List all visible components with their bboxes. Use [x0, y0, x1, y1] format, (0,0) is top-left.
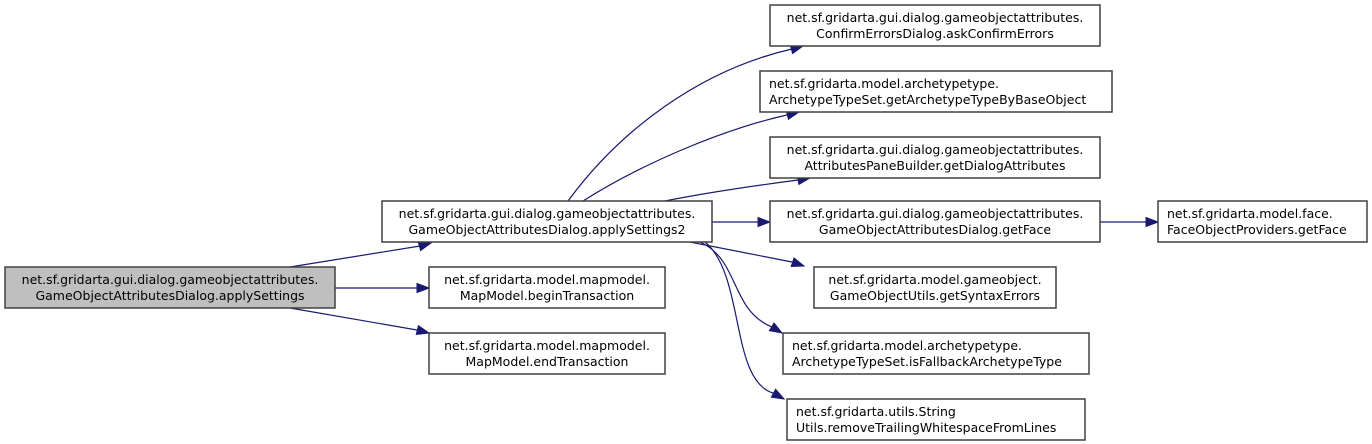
- node-applySettings[interactable]: net.sf.gridarta.gui.dialog.gameobjectatt…: [4, 266, 336, 309]
- node-label-line2: GameObjectAttributesDialog.applySettings: [35, 288, 304, 303]
- node-label-line2: Utils.removeTrailingWhitespaceFromLines: [796, 420, 1056, 435]
- node-box: [769, 4, 1101, 47]
- edge-applySettings-to-applySettings2: [289, 242, 432, 268]
- node-box: [782, 332, 1090, 375]
- arrowhead-icon: [415, 324, 431, 336]
- arrowhead-icon: [757, 216, 772, 228]
- nodes-layer: net.sf.gridarta.gui.dialog.gameobjectatt…: [4, 4, 1368, 441]
- node-box: [769, 200, 1101, 243]
- node-label-line2: ArchetypeTypeSet.isFallbackArchetypeType: [792, 354, 1062, 369]
- node-box: [4, 266, 336, 309]
- node-box: [813, 266, 1057, 309]
- node-beginTransaction[interactable]: net.sf.gridarta.model.mapmodel.MapModel.…: [428, 266, 666, 309]
- node-label-line1: net.sf.gridarta.model.mapmodel.: [444, 338, 650, 353]
- edge-applySettings2-to-getDialogAttributes: [664, 177, 811, 202]
- node-box: [1157, 200, 1368, 243]
- node-label-line2: MapModel.beginTransaction: [460, 288, 634, 303]
- node-box: [786, 398, 1086, 441]
- node-label-line2: GameObjectAttributesDialog.applySettings…: [408, 222, 685, 237]
- node-box: [769, 136, 1101, 179]
- edge-applySettings2-to-isFallbackArchetypeType: [699, 241, 783, 334]
- node-label-line1: net.sf.gridarta.gui.dialog.gameobjectatt…: [22, 272, 319, 287]
- arrowhead-icon: [1145, 216, 1160, 228]
- node-label-line1: net.sf.gridarta.model.archetypetype.: [792, 338, 1022, 353]
- node-getSyntaxErrors[interactable]: net.sf.gridarta.model.gameobject.GameObj…: [813, 266, 1057, 309]
- node-askConfirmErrors[interactable]: net.sf.gridarta.gui.dialog.gameobjectatt…: [769, 4, 1101, 47]
- node-applySettings2[interactable]: net.sf.gridarta.gui.dialog.gameobjectatt…: [381, 200, 713, 243]
- node-isFallbackArchetypeType[interactable]: net.sf.gridarta.model.archetypetype.Arch…: [782, 332, 1090, 375]
- arrowhead-icon: [417, 241, 433, 252]
- arrowhead-icon: [770, 388, 786, 400]
- node-getDialogAttributes[interactable]: net.sf.gridarta.gui.dialog.gameobjectatt…: [769, 136, 1101, 179]
- node-getFace[interactable]: net.sf.gridarta.gui.dialog.gameobjectatt…: [769, 200, 1101, 243]
- node-label-line1: net.sf.gridarta.utils.String: [796, 404, 956, 419]
- node-box: [428, 332, 666, 375]
- node-box: [428, 266, 666, 309]
- edges-layer: [289, 44, 1160, 400]
- edge-applySettings-to-endTransaction: [289, 307, 430, 334]
- node-label-line2: ConfirmErrorsDialog.askConfirmErrors: [816, 26, 1054, 41]
- node-box: [381, 200, 713, 243]
- node-label-line2: GameObjectAttributesDialog.getFace: [819, 222, 1052, 237]
- arrowhead-icon: [790, 257, 806, 268]
- node-label-line2: ArchetypeTypeSet.getArchetypeTypeByBaseO…: [769, 92, 1086, 107]
- node-faceGetFace[interactable]: net.sf.gridarta.model.face.FaceObjectPro…: [1157, 200, 1368, 243]
- node-label-line2: FaceObjectProviders.getFace: [1167, 222, 1347, 237]
- node-label-line1: net.sf.gridarta.model.mapmodel.: [444, 272, 650, 287]
- node-label-line1: net.sf.gridarta.gui.dialog.gameobjectatt…: [399, 206, 696, 221]
- node-removeTrailingWhitespaceFromLines[interactable]: net.sf.gridarta.utils.StringUtils.remove…: [786, 398, 1086, 441]
- edge-applySettings2-to-getArchetypeTypeByBaseObject: [582, 111, 800, 202]
- node-box: [759, 70, 1113, 113]
- edge-applySettings2-to-askConfirmErrors: [567, 45, 804, 202]
- arrowhead-icon: [416, 282, 431, 294]
- node-label-line1: net.sf.gridarta.model.face.: [1167, 206, 1333, 221]
- node-label-line1: net.sf.gridarta.gui.dialog.gameobjectatt…: [787, 142, 1084, 157]
- edge-applySettings2-to-removeTrailingWhitespaceFromLines: [704, 241, 785, 400]
- arrowhead-icon: [768, 322, 784, 334]
- node-getArchetypeTypeByBaseObject[interactable]: net.sf.gridarta.model.archetypetype.Arch…: [759, 70, 1113, 113]
- node-label-line2: MapModel.endTransaction: [466, 354, 629, 369]
- node-label-line2: AttributesPaneBuilder.getDialogAttribute…: [804, 158, 1065, 173]
- node-label-line1: net.sf.gridarta.gui.dialog.gameobjectatt…: [787, 206, 1084, 221]
- node-label-line1: net.sf.gridarta.gui.dialog.gameobjectatt…: [787, 10, 1084, 25]
- node-label-line1: net.sf.gridarta.model.archetypetype.: [769, 76, 999, 91]
- node-label-line2: GameObjectUtils.getSyntaxErrors: [830, 288, 1040, 303]
- node-endTransaction[interactable]: net.sf.gridarta.model.mapmodel.MapModel.…: [428, 332, 666, 375]
- node-label-line1: net.sf.gridarta.model.gameobject.: [828, 272, 1041, 287]
